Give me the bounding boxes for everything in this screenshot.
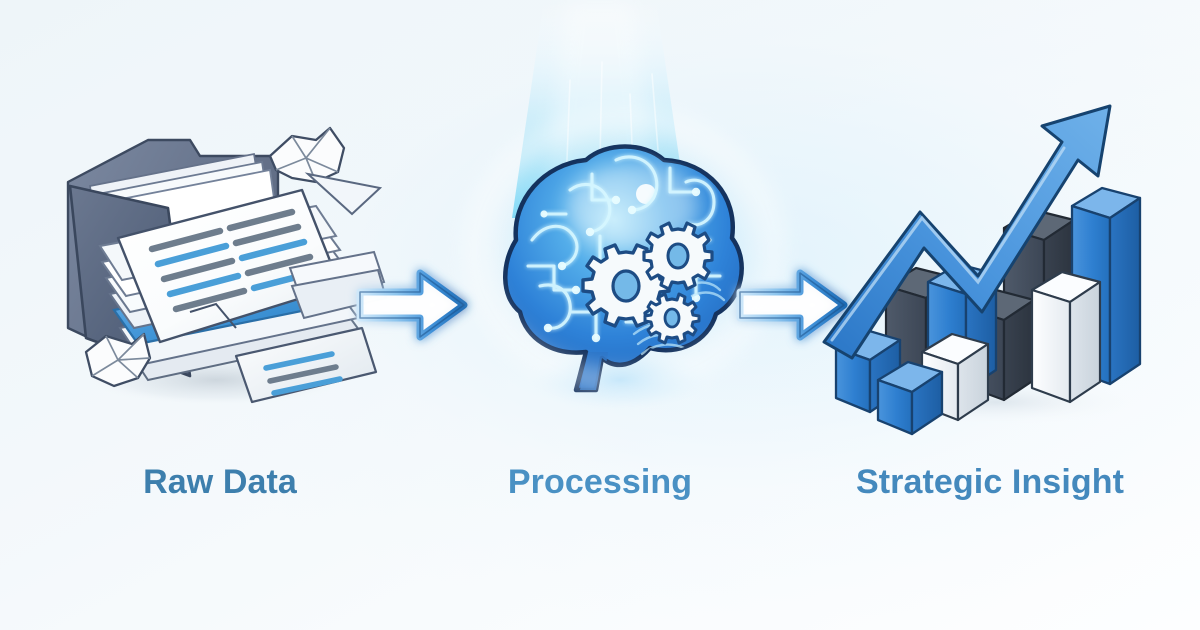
crumpled-paper-icon bbox=[268, 126, 346, 184]
stage-label-processing: Processing bbox=[507, 463, 693, 501]
document-stack-icon bbox=[40, 90, 400, 440]
bar bbox=[1030, 270, 1102, 404]
stage-strategic-insight: Strategic Insight bbox=[810, 0, 1170, 630]
right-arrow-icon bbox=[736, 262, 848, 348]
right-arrow-icon bbox=[356, 262, 468, 348]
bar-chart-growth-icon bbox=[810, 90, 1170, 440]
stage-label-raw-data: Raw Data bbox=[143, 463, 297, 501]
gear-icon bbox=[581, 221, 714, 345]
trend-arrow-icon bbox=[822, 104, 1112, 360]
stage-label-strategic-insight: Strategic Insight bbox=[855, 463, 1125, 501]
brain-circuit-icon bbox=[420, 0, 787, 440]
bar bbox=[876, 360, 944, 436]
stage-raw-data: Raw Data bbox=[40, 0, 400, 630]
stage-processing: Processing bbox=[420, 0, 787, 630]
crumpled-paper-icon bbox=[84, 332, 152, 388]
